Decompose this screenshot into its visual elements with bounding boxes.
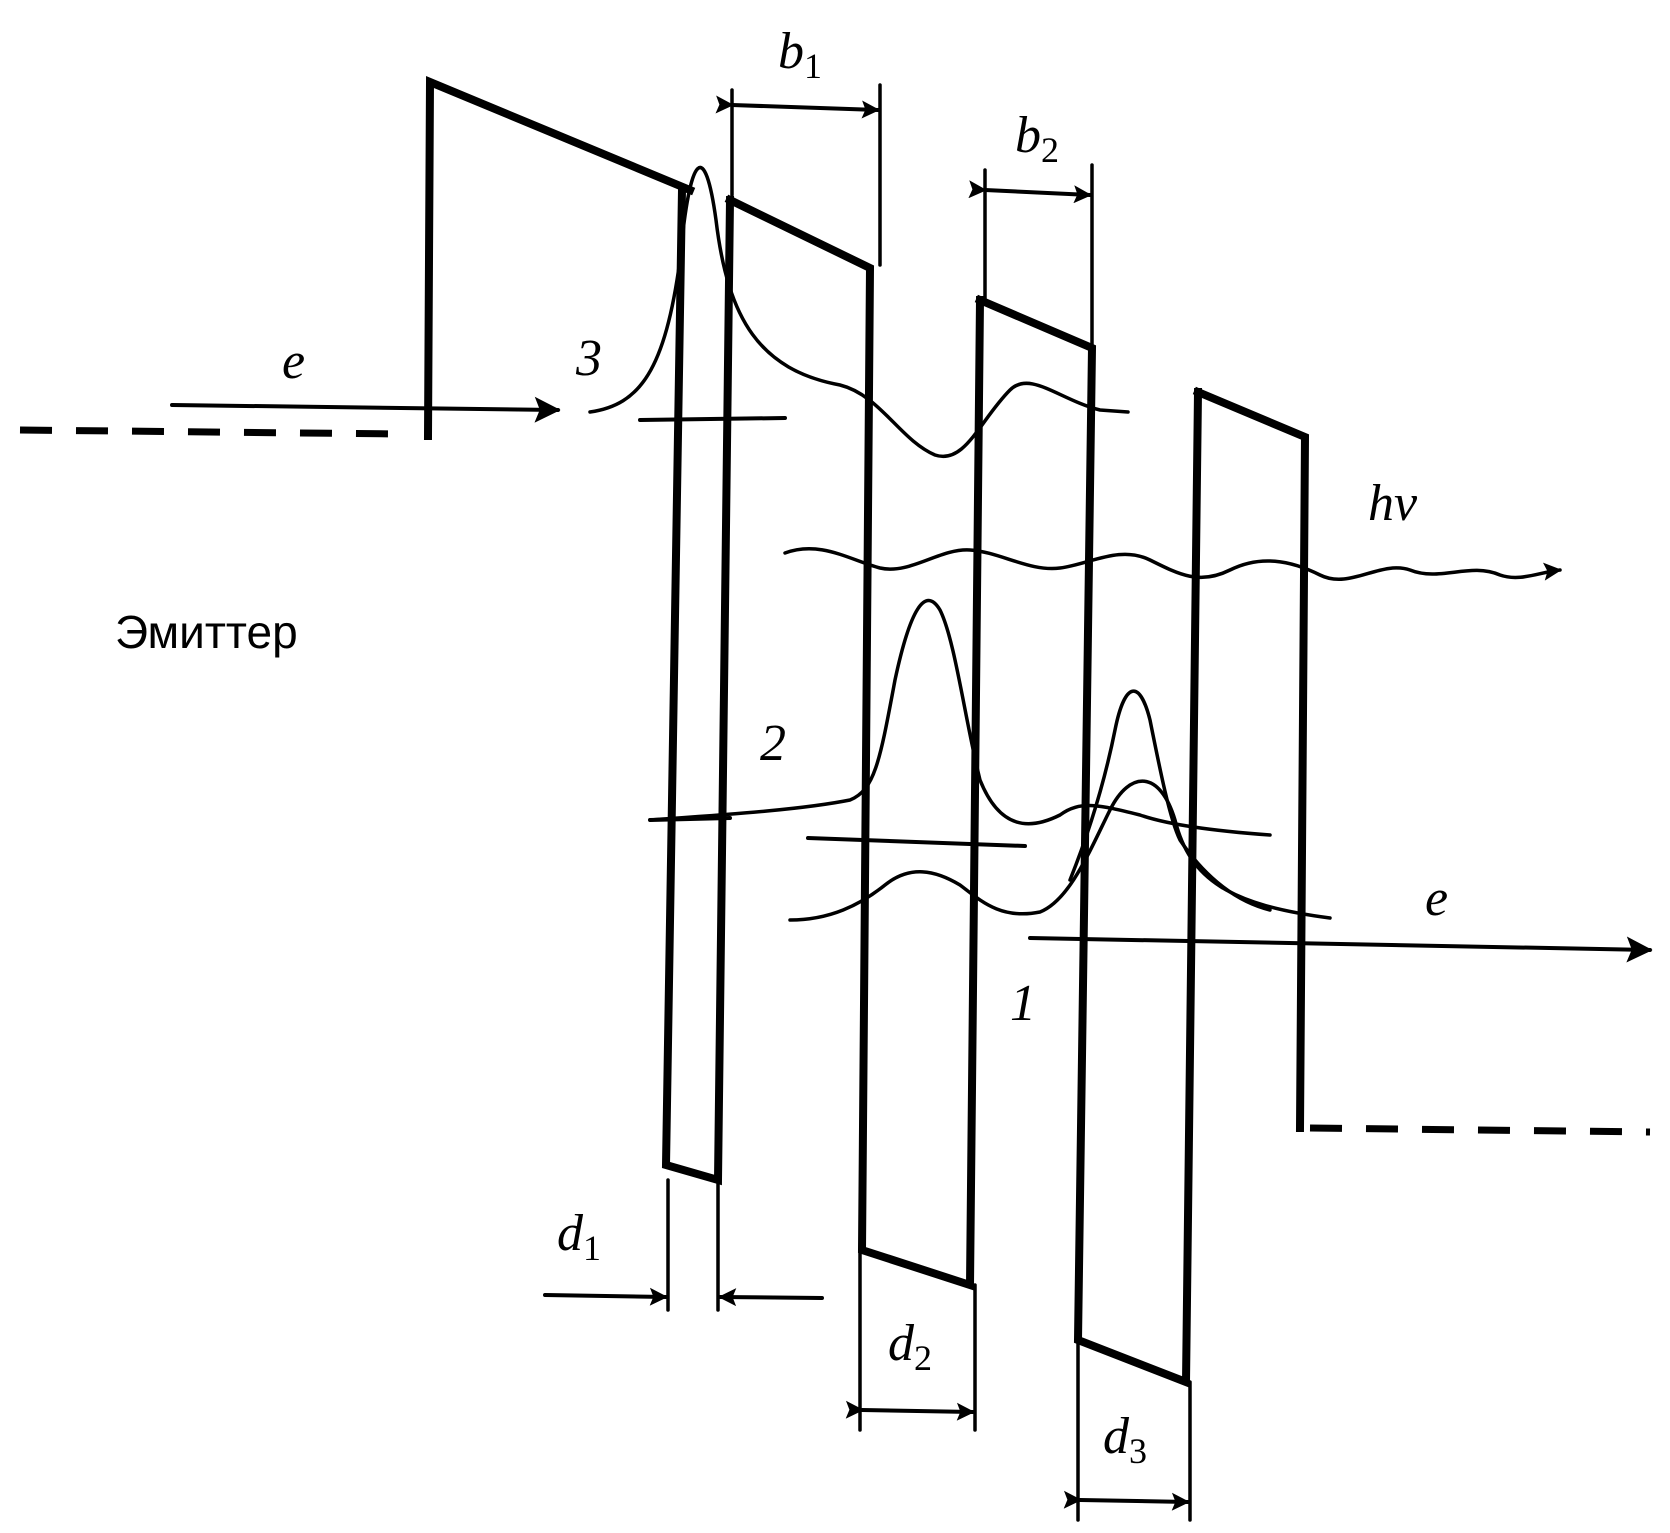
photon-wave xyxy=(783,547,1562,581)
collector-barrier xyxy=(1192,386,1310,1133)
d1-label: d1 xyxy=(557,1205,601,1268)
d1-arrow-left xyxy=(543,1287,668,1306)
electron-in-label: e xyxy=(282,333,305,390)
emitter-barrier-edge xyxy=(423,76,696,441)
potential-profile xyxy=(423,76,1310,1388)
level-2b-bar xyxy=(806,836,1027,848)
level-1-label: 1 xyxy=(1010,975,1036,1032)
b2-label: b2 xyxy=(1015,107,1059,170)
d2-arrow xyxy=(845,1400,975,1421)
electron-out-label: e xyxy=(1425,870,1448,927)
electron-out-arrow xyxy=(1028,936,1653,963)
b1-arrow xyxy=(715,95,880,119)
level-3-bar xyxy=(638,416,787,422)
photon-label: hν xyxy=(1368,475,1418,532)
d3-arrow xyxy=(1063,1490,1190,1511)
b2-arrow xyxy=(968,180,1092,204)
level-2-label: 2 xyxy=(760,715,786,772)
d1-arrow-right xyxy=(718,1288,824,1307)
electron-in-arrow xyxy=(170,396,561,423)
d3-label: d3 xyxy=(1103,1408,1147,1471)
emitter-dashed-level xyxy=(19,426,401,438)
wavefunction-3 xyxy=(588,166,1130,459)
barrier-2-well-3 xyxy=(974,294,1203,1388)
wavefunction-1a xyxy=(788,779,1332,922)
well-1 xyxy=(661,185,735,1186)
wavefunction-2 xyxy=(648,598,1272,837)
well-boundaries xyxy=(666,83,1192,1522)
b1-label: b1 xyxy=(778,23,822,86)
wavefunction-1b xyxy=(1068,689,1272,912)
collector-dashed-level xyxy=(1309,1124,1651,1136)
barrier-1-well-2 xyxy=(724,194,985,1291)
level-3-label: 3 xyxy=(575,330,602,387)
d2-label: d2 xyxy=(888,1315,932,1378)
dimension-arrows xyxy=(543,95,1190,1511)
emitter-label: Эмиттер xyxy=(115,606,298,658)
